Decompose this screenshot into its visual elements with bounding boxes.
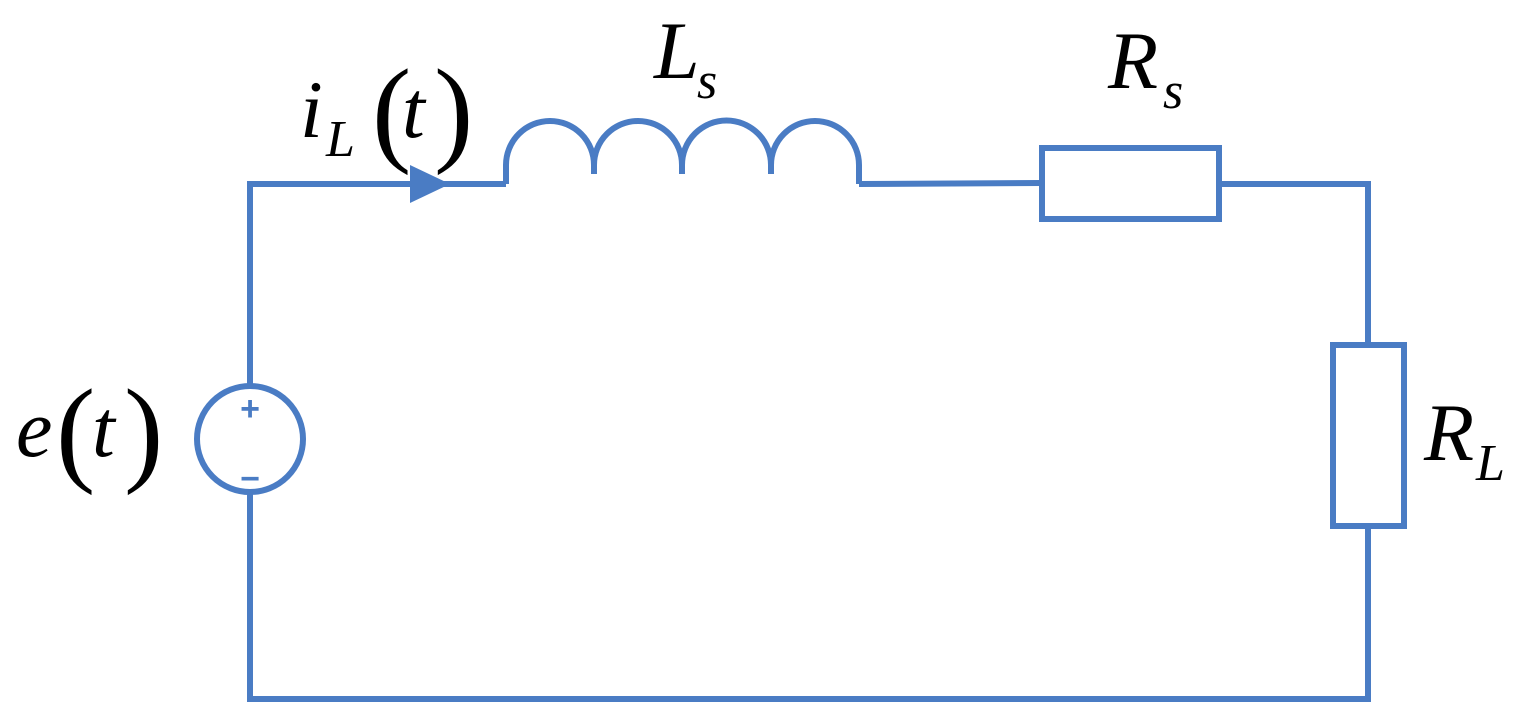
wire-left-top	[247, 181, 506, 385]
wires	[247, 180, 1371, 702]
source-plus-sign: +	[240, 390, 260, 428]
load-resistor-label-sub: L	[1475, 435, 1505, 492]
voltage-source: + −	[194, 383, 306, 498]
series-resistor-label: R s	[1107, 15, 1183, 120]
resistor-rl	[1330, 342, 1407, 529]
current-label: i L ( t )	[300, 45, 473, 176]
source-label-open-paren: (	[56, 365, 95, 496]
source-minus-sign: −	[240, 460, 260, 498]
source-label-close-paren: )	[124, 365, 163, 496]
source-label-arg: t	[92, 383, 117, 474]
wire-rs-to-rl	[1219, 181, 1371, 345]
source-label-main: e	[16, 383, 52, 474]
load-resistor-label-main: R	[1423, 387, 1474, 478]
current-label-sub: L	[325, 111, 355, 168]
load-resistor-label: R L	[1423, 387, 1505, 492]
current-label-open-paren: (	[372, 45, 411, 176]
series-resistor-label-sub: s	[1163, 63, 1183, 120]
wire-bottom	[247, 493, 1371, 702]
current-label-close-paren: )	[434, 45, 473, 176]
current-label-arg: t	[402, 64, 427, 155]
series-resistor-label-main: R	[1107, 15, 1158, 106]
inductor-label-sub: s	[697, 53, 717, 110]
source-label: e ( t )	[16, 365, 163, 496]
resistor-rs	[1039, 145, 1222, 222]
voltage-source-circle	[194, 383, 306, 495]
wire-inductor-to-rs	[858, 180, 1043, 187]
current-label-main: i	[300, 64, 323, 155]
inductor-ls	[503, 117, 862, 184]
inductor-label-main: L	[653, 5, 700, 96]
inductor-label: L s	[653, 5, 717, 110]
current-arrow-icon	[410, 165, 450, 203]
